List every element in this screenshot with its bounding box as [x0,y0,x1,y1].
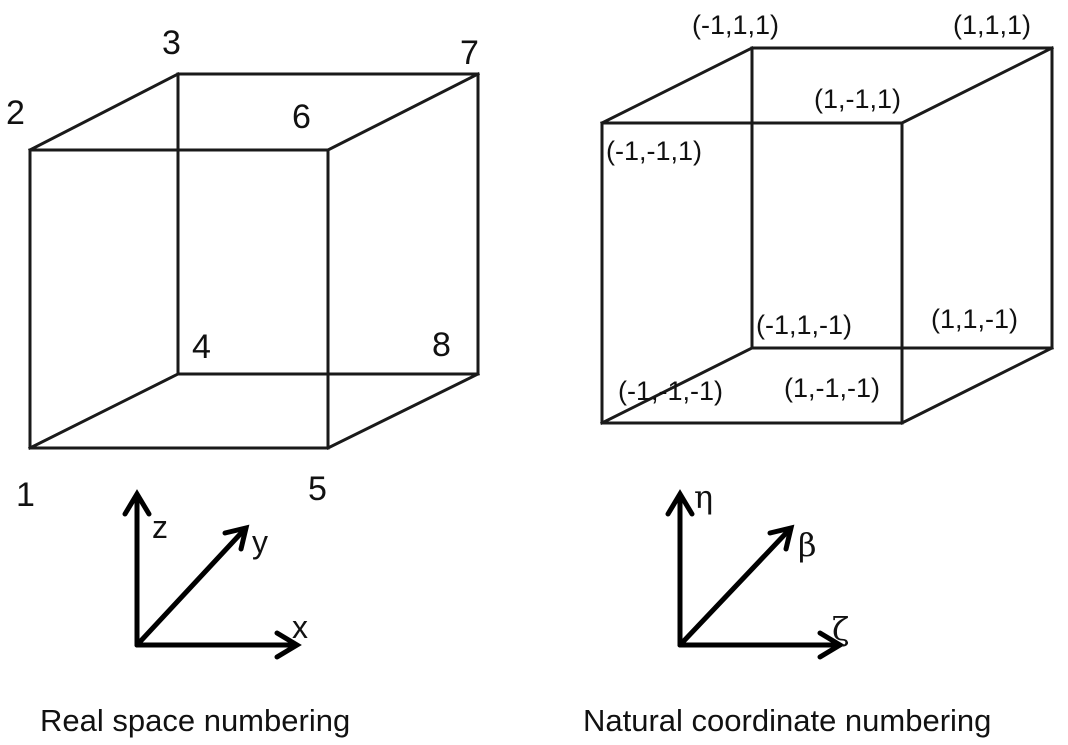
node-label-6: 6 [292,98,311,136]
zeta-arrowhead-icon [817,630,845,660]
coord-label-top-back-left: (-1,1,1) [692,10,779,40]
natural-coordinate-node-labels: (-1,1,1) (1,1,1) (1,-1,1) (-1,-1,1) (-1,… [606,10,1031,406]
coord-label-bottom-front-left: (-1,-1,-1) [618,376,723,406]
coord-label-top-front-left: (-1,-1,1) [606,136,702,166]
y-axis-arrow [134,527,247,648]
node-label-3: 3 [162,24,181,62]
z-axis-label: z [152,509,168,545]
node-label-7: 7 [460,34,479,72]
natural-coordinate-axes: η β ζ [665,478,849,660]
coord-label-top-front-right: (1,-1,1) [814,84,901,114]
cube-edge [599,345,755,426]
cube-edge [899,345,1055,426]
z-arrowhead-icon [122,489,152,517]
coord-label-bottom-front-right: (1,-1,-1) [784,373,880,403]
real-space-node-labels: 1 2 3 4 5 6 7 8 [6,24,479,514]
x-axis-label: x [292,609,308,645]
y-axis-label: y [252,524,268,560]
node-label-1: 1 [16,476,35,514]
cube-edge [27,71,181,153]
beta-arrowhead-icon [767,524,795,552]
eta-axis-label: η [694,478,713,516]
cube-edge [899,45,1055,126]
cube-edge [325,71,481,153]
real-space-cube [27,71,481,451]
node-label-4: 4 [192,328,211,366]
natural-coordinate-caption: Natural coordinate numbering [583,703,991,738]
coord-label-top-back-right: (1,1,1) [953,10,1031,40]
zeta-axis-label: ζ [832,610,849,648]
cube-edge [325,371,481,451]
x-arrowhead-icon [274,630,302,660]
real-space-axes: z y x [122,489,308,660]
cube-edge [27,371,181,451]
real-space-caption: Real space numbering [40,703,350,738]
beta-axis-arrow [677,527,792,648]
natural-coordinate-cube [599,45,1055,426]
coord-label-bottom-back-right: (1,1,-1) [931,304,1018,334]
beta-axis-label: β [798,526,817,564]
y-arrowhead-icon [222,524,250,552]
node-label-2: 2 [6,94,25,132]
eta-arrowhead-icon [665,489,695,517]
node-label-5: 5 [308,470,327,508]
node-label-8: 8 [432,326,451,364]
coord-label-bottom-back-left: (-1,1,-1) [756,310,852,340]
cube-edge [599,45,755,126]
